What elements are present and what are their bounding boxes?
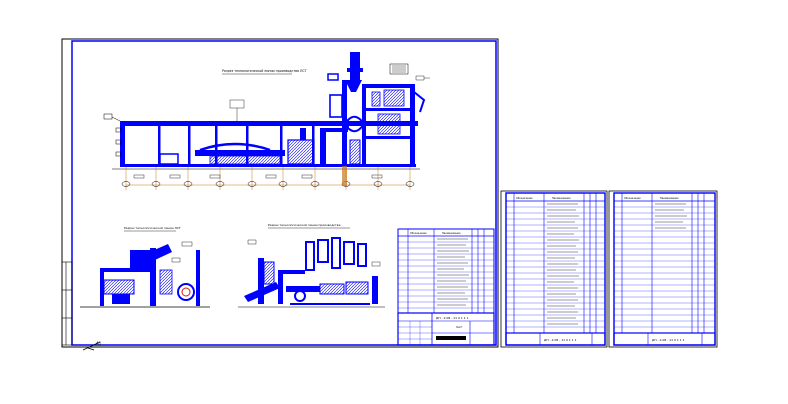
- sheet-1-title-block: [397, 312, 495, 346]
- sheet-3: Обозначение Наименование ДП - 2.08 - 11 …: [608, 190, 718, 348]
- bottom-left-view-title: Разрез технологической линии ЛСТ: [124, 226, 181, 230]
- bottom-right-section: [238, 237, 385, 308]
- sheet-3-spec-col-designation: Обозначение: [624, 197, 641, 200]
- top-view-title: Разрез технологической линии производств…: [222, 69, 307, 73]
- a1-mark: A1: [82, 341, 102, 351]
- sheet-1-inner-frame: [71, 40, 497, 346]
- corner-mark-label: A1: [96, 341, 102, 346]
- bottom-right-view-title: Разрез технологической линии производств…: [268, 223, 341, 227]
- top-process-line: [103, 52, 430, 190]
- sheet-2-stamp-code: ДП - 2.08 - 11 0 1 1 1: [544, 338, 577, 342]
- sheet-2-spec-col-name: Наименование: [552, 197, 571, 200]
- bottom-left-section: [80, 241, 210, 308]
- sheet-3-spec-col-name: Наименование: [660, 197, 679, 200]
- sheet-1-outer-border: [61, 38, 499, 348]
- sheet-1-spec-col-name: Наименование: [442, 232, 461, 235]
- sheet-2-spec-col-designation: Обозначение: [516, 197, 533, 200]
- sheet-1-stamp-sheet: Лист: [456, 325, 463, 329]
- sheet-2: Обозначение Наименование ДП - 2.08 - 11 …: [500, 190, 608, 348]
- sheet-1: A1 Разрез технологической линии производ…: [61, 38, 499, 351]
- top-leader-labels: [133, 99, 383, 179]
- sheet-1-stamp-code: ДП - 2.08 - 11 0 1 1 1: [436, 316, 469, 320]
- sheet-1-spec-table: [397, 228, 495, 314]
- sheet-1-spec-col-designation: Обозначение: [410, 232, 427, 235]
- sheet-3-stamp-code: ДП - 2.08 - 11 0 1 1 1: [652, 338, 685, 342]
- side-strip: [61, 261, 73, 346]
